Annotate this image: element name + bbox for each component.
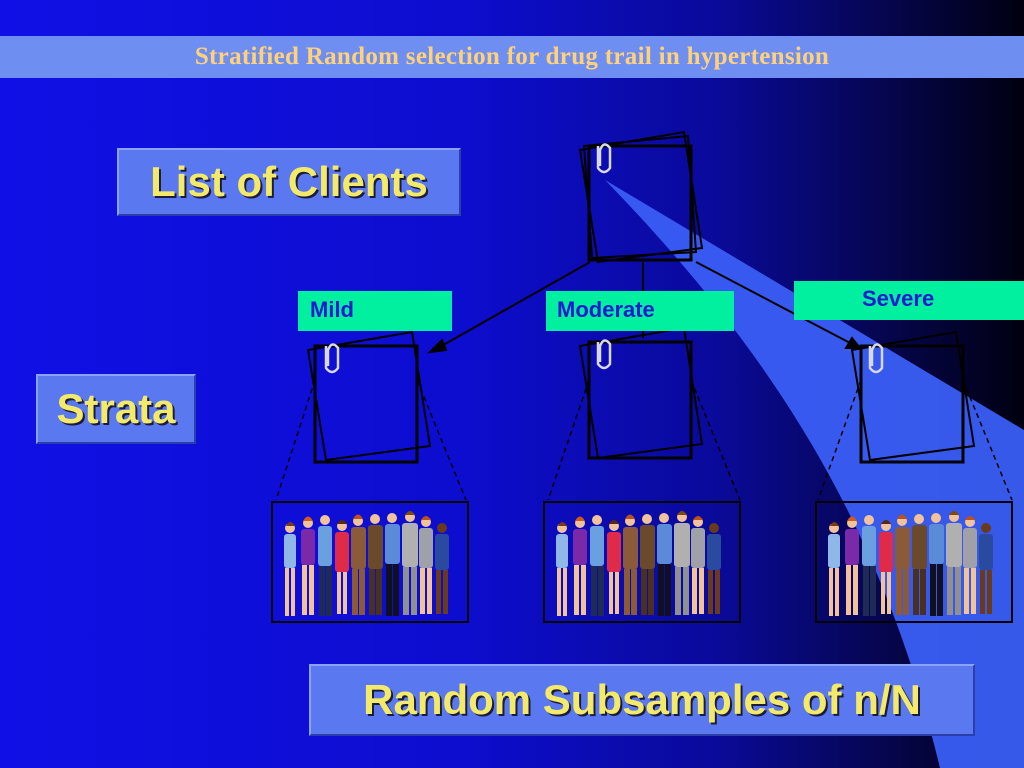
paper-stack-icon: [578, 130, 704, 264]
strata-label: Strata: [36, 374, 196, 444]
list-of-clients-label: List of Clients: [117, 148, 461, 216]
random-subsamples-label: Random Subsamples of n/N: [309, 664, 975, 736]
paper-stack-icon: [850, 330, 976, 464]
strata-text: Strata: [56, 385, 176, 432]
paper-stack-icon: [578, 326, 704, 460]
stratum-severe: Severe: [794, 281, 1024, 320]
paperclip-icon: [596, 143, 612, 174]
random-subsamples-text: Random Subsamples of n/N: [363, 676, 921, 723]
projection-lines: [275, 379, 1013, 501]
paperclip-icon: [596, 339, 612, 370]
paperclip-icon: [324, 343, 340, 374]
list-of-clients-text: List of Clients: [150, 158, 428, 205]
people-group-icon: [271, 501, 469, 623]
people-group-icon: [543, 501, 741, 623]
paperclip-icon: [868, 343, 884, 374]
page-title: Stratified Random selection for drug tra…: [194, 43, 830, 70]
stratum-moderate: Moderate: [546, 291, 734, 331]
stratum-mild: Mild: [298, 291, 452, 331]
paper-stack-icon: [306, 330, 432, 464]
people-group-icon: [815, 501, 1013, 623]
title-bar: Stratified Random selection for drug tra…: [0, 36, 1024, 78]
